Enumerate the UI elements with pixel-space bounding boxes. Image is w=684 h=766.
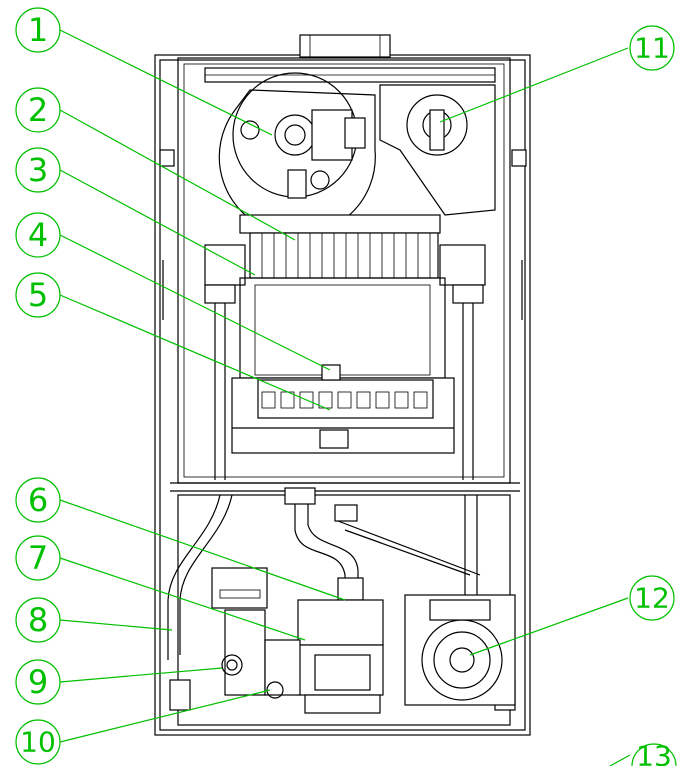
leader-1 (59, 29, 273, 136)
isolation-valves (221, 609, 301, 699)
leader-4 (59, 234, 331, 371)
callout-10: 10 (15, 719, 61, 765)
callout-number: 12 (634, 582, 670, 615)
leader-12 (469, 597, 629, 656)
leader-13 (609, 754, 631, 766)
leader-lines (59, 29, 631, 766)
callout-13: 13 (631, 740, 677, 766)
callout-11: 11 (629, 25, 675, 71)
leader-7 (59, 557, 306, 641)
pump (404, 594, 516, 706)
callout-8: 8 (15, 597, 61, 643)
callout-4: 4 (15, 212, 61, 258)
callout-number: 13 (636, 740, 672, 766)
leader-9 (59, 667, 223, 683)
callout-number: 10 (20, 726, 56, 759)
callout-1: 1 (15, 7, 61, 53)
leader-5 (59, 294, 331, 411)
pressure-switch (379, 84, 496, 216)
lower-piping (167, 487, 481, 660)
callout-number: 6 (28, 481, 48, 519)
leader-8 (59, 619, 173, 631)
leader-6 (59, 499, 346, 601)
callout-2: 2 (15, 87, 61, 133)
callout-number: 1 (28, 11, 48, 49)
callout-3: 3 (15, 147, 61, 193)
callout-6: 6 (15, 477, 61, 523)
callout-7: 7 (15, 535, 61, 581)
callout-9: 9 (15, 659, 61, 705)
callout-number: 8 (28, 601, 48, 639)
gas-valve (297, 577, 384, 714)
burner (231, 364, 455, 454)
leader-11 (439, 47, 629, 123)
callout-12: 12 (629, 575, 675, 621)
callout-5: 5 (15, 272, 61, 318)
fan-assembly (218, 72, 376, 236)
leader-3 (59, 169, 256, 276)
heat-exchanger (204, 214, 486, 304)
callout-number: 3 (28, 151, 48, 189)
control-box (211, 567, 268, 609)
top-plate (204, 67, 496, 83)
boiler-casing (154, 34, 531, 736)
callout-number: 5 (28, 276, 48, 314)
callout-number: 9 (28, 663, 48, 701)
callout-number: 4 (28, 216, 48, 254)
callout-number: 11 (634, 32, 670, 65)
callout-number: 7 (28, 539, 48, 577)
callout-number: 2 (28, 91, 48, 129)
leader-10 (59, 689, 271, 743)
leader-2 (59, 109, 296, 241)
